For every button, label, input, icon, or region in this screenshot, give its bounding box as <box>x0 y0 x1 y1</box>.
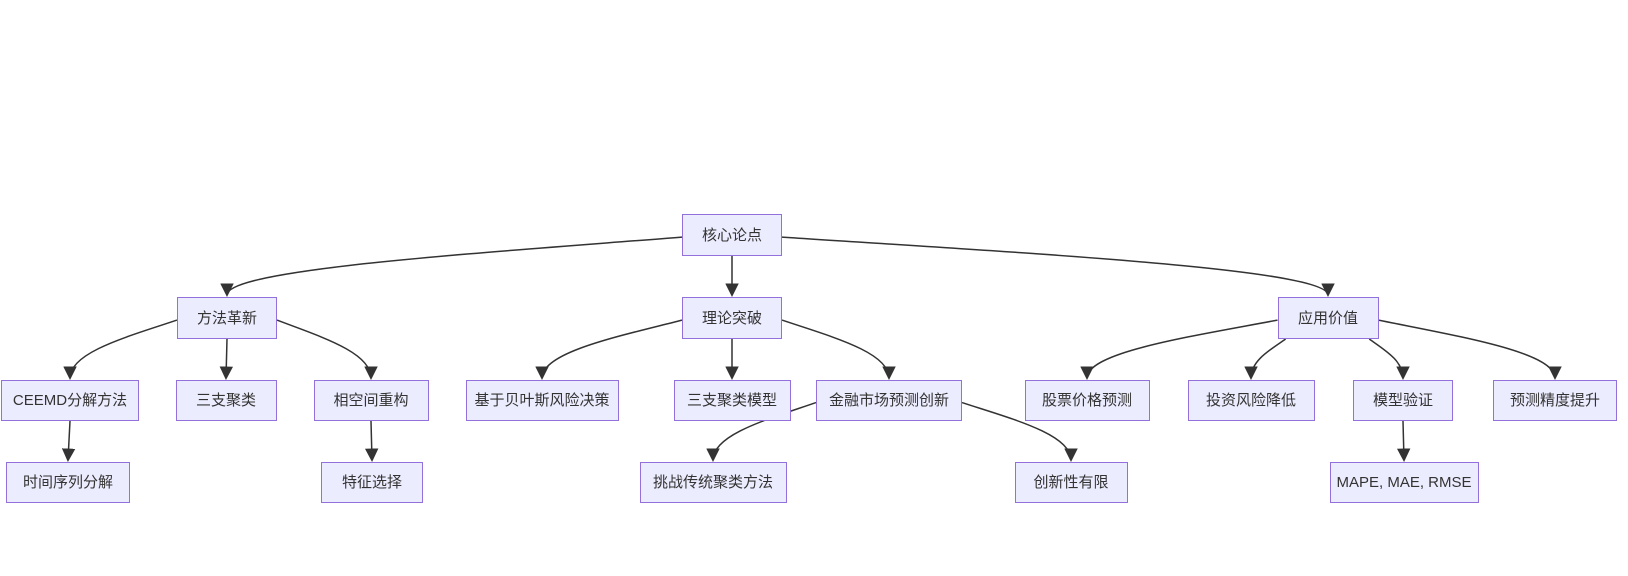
edge-phase-space-to-feature-select <box>364 420 379 463</box>
edge-value-to-stock <box>1080 319 1278 381</box>
node-core: 核心论点 <box>682 214 782 256</box>
node-feature-select: 特征选择 <box>321 462 423 503</box>
node-stock: 股票价格预测 <box>1024 380 1150 421</box>
node-challenge: 挑战传统聚类方法 <box>639 462 787 503</box>
node-three-way-model: 三支聚类模型 <box>673 380 791 421</box>
edge-ceemd-to-ts-decompose <box>61 420 76 463</box>
node-limited: 创新性有限 <box>1014 462 1128 503</box>
edge-theory-to-bayes <box>535 319 683 381</box>
node-metrics: MAPE, MAE, RMSE <box>1329 462 1479 503</box>
edge-core-to-value <box>781 236 1335 298</box>
node-validation: 模型验证 <box>1353 380 1453 421</box>
edge-method-to-ceemd <box>63 319 178 381</box>
node-risk: 投资风险降低 <box>1187 380 1315 421</box>
edge-method-to-three-way <box>219 338 234 381</box>
edge-value-to-validation <box>1368 338 1410 381</box>
edge-method-to-phase-space <box>276 319 378 381</box>
edge-value-to-risk <box>1244 338 1287 381</box>
node-finance: 金融市场预测创新 <box>816 380 962 421</box>
node-precision: 预测精度提升 <box>1493 380 1617 421</box>
node-method: 方法革新 <box>177 297 277 339</box>
node-ts-decompose: 时间序列分解 <box>6 462 130 503</box>
edge-value-to-precision <box>1378 319 1562 381</box>
node-theory: 理论突破 <box>682 297 782 339</box>
node-three-way: 三支聚类 <box>175 380 277 421</box>
node-bayes: 基于贝叶斯风险决策 <box>465 380 619 421</box>
edge-finance-to-limited <box>961 401 1078 463</box>
node-phase-space: 相空间重构 <box>313 380 429 421</box>
node-value: 应用价值 <box>1277 297 1379 339</box>
edge-theory-to-finance <box>781 319 896 381</box>
edge-finance-to-challenge <box>706 401 817 463</box>
edge-validation-to-metrics <box>1396 420 1411 463</box>
edge-core-to-method <box>220 236 683 298</box>
node-ceemd: CEEMD分解方法 <box>1 380 139 421</box>
